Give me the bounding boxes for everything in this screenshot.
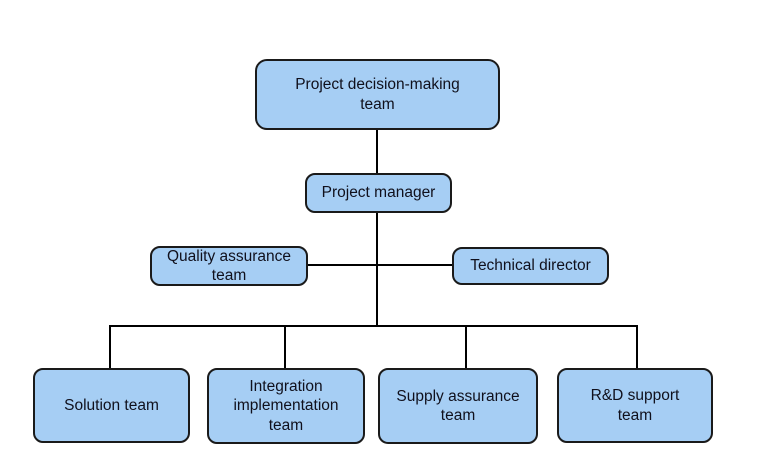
- connector-mid-horizontal: [308, 264, 452, 266]
- connector-drop-solution-team: [109, 325, 111, 369]
- connector-manager-stem: [376, 212, 378, 327]
- connector-bottom-horizontal: [109, 325, 638, 327]
- connector-root-stem: [376, 129, 378, 175]
- node-project-decision-making-team: Project decision-making team: [255, 59, 500, 130]
- node-project-manager: Project manager: [305, 173, 452, 213]
- node-supply-assurance-team: Supply assurance team: [378, 368, 538, 444]
- node-solution-team: Solution team: [33, 368, 190, 443]
- connector-drop-integration-implementation-team: [284, 325, 286, 369]
- node-rd-support-team: R&D support team: [557, 368, 713, 443]
- node-quality-assurance-team: Quality assurance team: [150, 246, 308, 286]
- node-integration-implementation-team: Integration implementation team: [207, 368, 365, 444]
- node-technical-director: Technical director: [452, 247, 609, 285]
- connector-drop-rd-support-team: [636, 325, 638, 369]
- connector-drop-supply-assurance-team: [465, 325, 467, 369]
